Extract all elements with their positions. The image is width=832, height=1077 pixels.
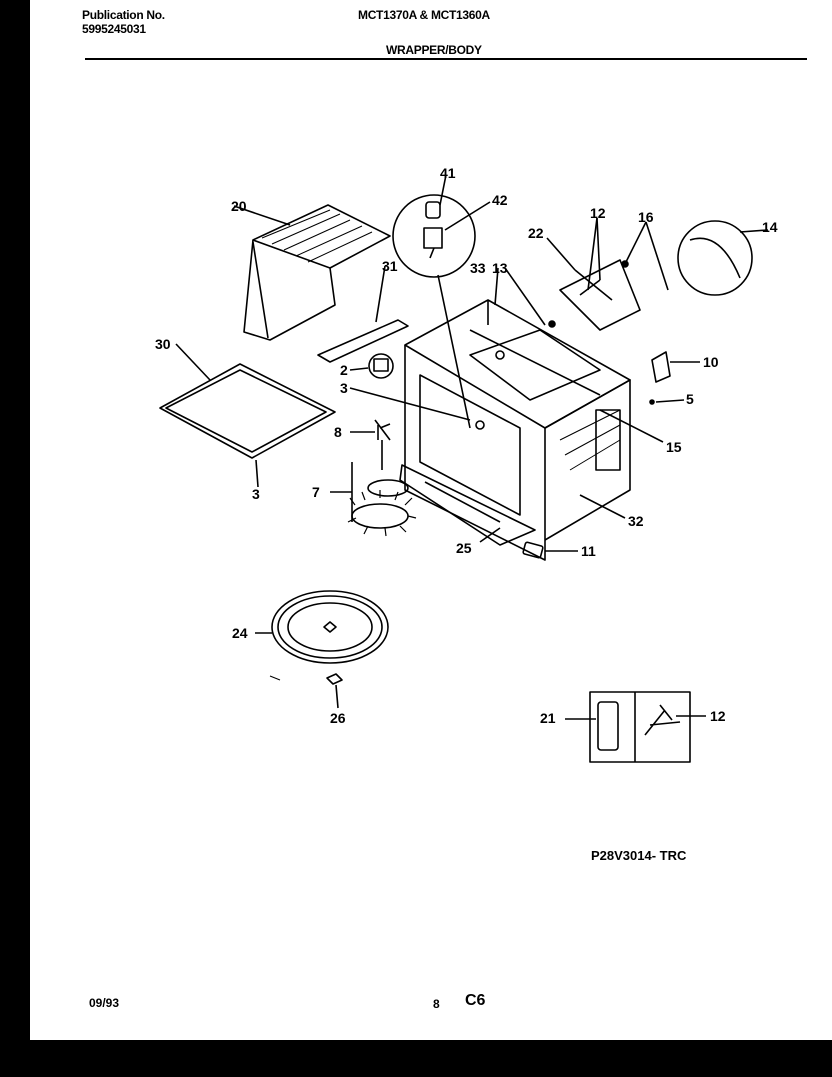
publication-number: 5995245031 [82,22,146,36]
outer-cover [252,204,391,269]
callout-13: 13 [492,260,508,276]
callout-16: 16 [638,209,654,225]
callout-31: 31 [382,258,398,274]
publication-label: Publication No. [82,8,165,22]
cabinet-front [404,345,546,561]
callout-14: 14 [762,219,778,235]
callout-22: 22 [528,225,544,241]
callout-7: 7 [312,484,320,500]
callout-26: 26 [330,710,346,726]
drawing-code: P28V3014- TRC [591,848,687,863]
scan-edge-left [0,0,30,1077]
callout-3-upper: 3 [340,380,348,396]
callout-15: 15 [666,439,682,455]
scan-edge-bottom [0,1040,832,1077]
callout-33: 33 [470,260,486,276]
turntable-tray [271,590,389,664]
callout-42: 42 [492,192,508,208]
callout-41: 41 [440,165,456,181]
callout-11: 11 [581,543,596,559]
callout-5: 5 [686,391,694,407]
section-title: WRAPPER/BODY [386,43,482,57]
cabinet-top [404,299,631,429]
callout-2: 2 [340,362,348,378]
detail-circle-switch [392,194,476,278]
callout-12-bottom: 12 [710,708,726,724]
callout-25: 25 [456,540,472,556]
callout-24: 24 [232,625,248,641]
callout-21: 21 [540,710,556,726]
callout-32: 32 [628,513,644,529]
callout-3-lower: 3 [252,486,260,502]
model-numbers: MCT1370A & MCT1360A [358,8,490,22]
detail-circle-14 [677,220,753,296]
detail-box [589,691,691,763]
callout-30: 30 [155,336,171,352]
footer-date: 09/93 [89,996,120,1010]
bottom-plate [159,363,336,459]
footer-page: 8 [433,997,440,1011]
callout-10: 10 [703,354,719,370]
callout-12-top: 12 [590,205,606,221]
oven-opening [419,374,521,516]
callout-20: 20 [231,198,247,214]
callout-8: 8 [334,424,342,440]
header-rule [85,58,807,60]
footer-code: C6 [465,992,486,1009]
